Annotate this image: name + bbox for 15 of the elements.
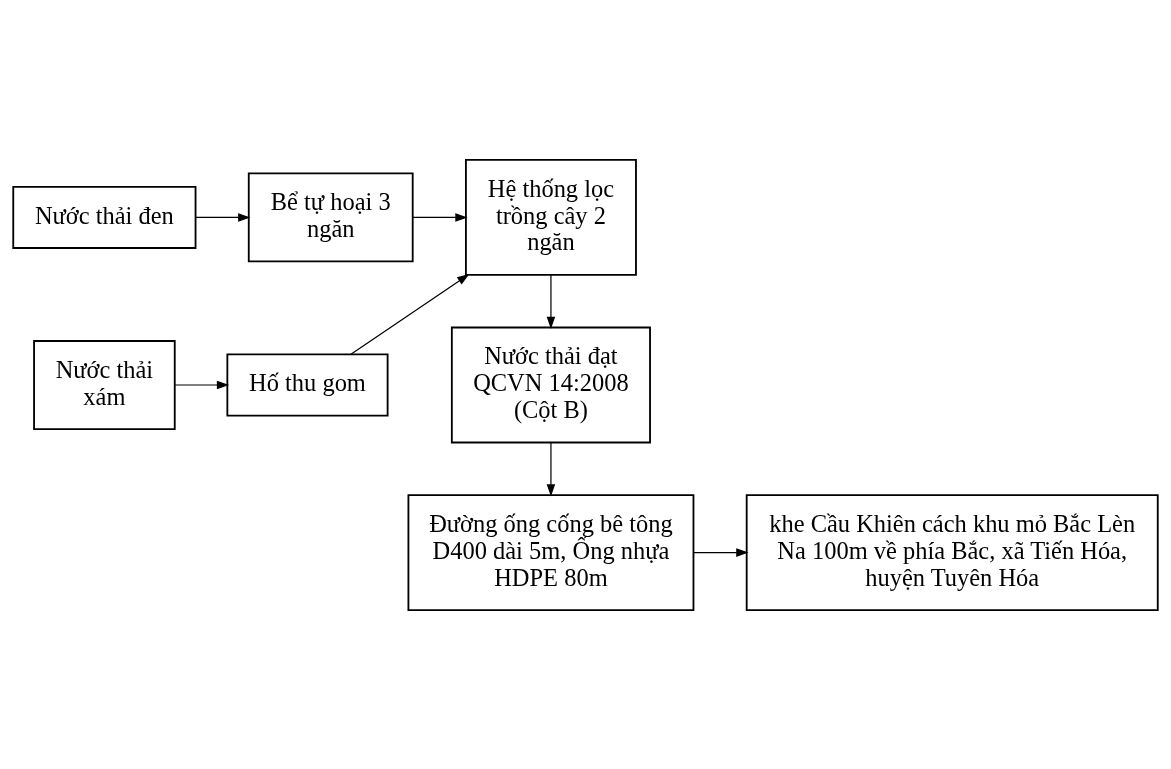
node-box: khe Cầu Khiên cách khu mỏ Bắc Lèn Na 100m về phía Bắc, xã Tiến Hóa, huyện Tuyên Hóa [745, 493, 1159, 611]
node-box: Đường ống cống bê tông D400 dài 5m, Ống nhựa HDPE 80m [407, 493, 695, 611]
node-box: Nước thải đạt QCVN 14:2008 (Cột B) [450, 326, 651, 443]
node-box: Bể tự hoại 3 ngăn [247, 171, 414, 262]
arrow [546, 273, 556, 329]
arrow [412, 212, 468, 222]
node-box: Nước thải đen [12, 185, 197, 249]
arrow [174, 380, 230, 389]
arrow [195, 212, 251, 222]
arrow [692, 547, 749, 557]
node-box: Hố thu gom [226, 353, 389, 416]
node-box: Hệ thống lọc trồng cây 2 ngăn [465, 158, 637, 276]
node-box: Nước thải xám [33, 339, 176, 430]
arrow [350, 273, 470, 355]
arrow [546, 441, 556, 497]
